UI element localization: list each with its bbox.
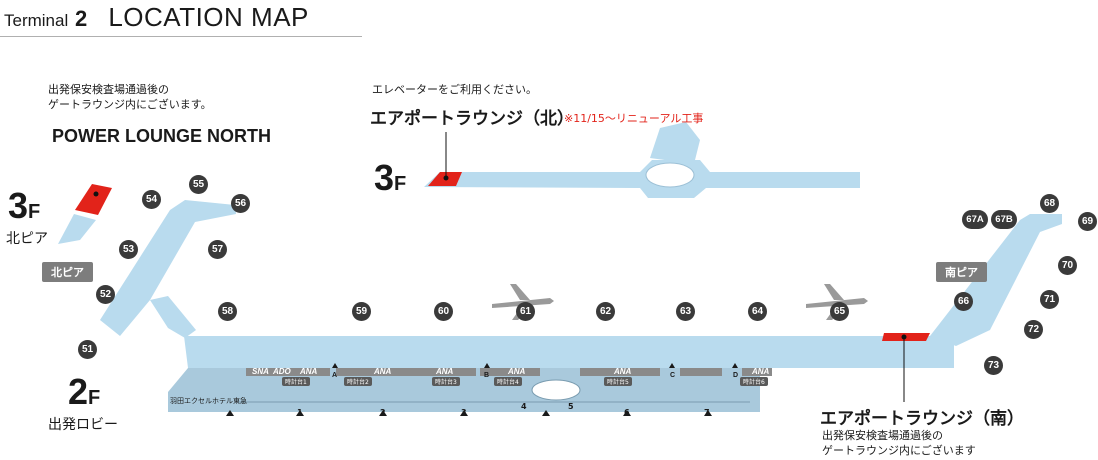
north-pier-tag: 北ピア — [42, 262, 93, 282]
gate-badge: 58 — [218, 302, 237, 321]
zone-arrow-icon — [732, 363, 738, 368]
north-pier-floor-label: 3F — [8, 185, 41, 226]
north-pier-3f-floor — [100, 200, 236, 336]
north-lounge-note: 出発保安検査場通過後の ゲートラウンジ内にございます。 — [48, 83, 212, 111]
gate-badge: 62 — [596, 302, 615, 321]
counter-label: 時計台4 — [494, 377, 522, 386]
north-lounge-annex — [58, 214, 96, 244]
airline-label: ANA — [374, 367, 392, 376]
airline-label: SNA — [252, 367, 269, 376]
north-airport-lounge-name: エアポートラウンジ（北） — [370, 109, 574, 129]
south-lounge-note: 出発保安検査場通過後の ゲートラウンジ内にございます — [822, 429, 976, 457]
gate-badge: 55 — [189, 175, 208, 194]
entrance-number: 2 — [380, 408, 386, 417]
counter-bar-4 — [580, 368, 660, 376]
third-floor-label: 3F — [374, 157, 407, 198]
entrance-number: 4 — [521, 402, 527, 411]
gate-badge: 69 — [1078, 212, 1097, 231]
zone-arrow-icon — [484, 363, 490, 368]
third-floor-corridor — [424, 160, 860, 198]
map-header: Terminal 2 LOCATION MAP — [4, 2, 309, 33]
gate-badge: 61 — [516, 302, 535, 321]
gate-badge: 57 — [208, 240, 227, 259]
zone-label: A — [332, 372, 338, 379]
third-floor-tower — [650, 122, 700, 164]
gate-badge: 52 — [96, 285, 115, 304]
page-title: LOCATION MAP — [108, 2, 309, 32]
counter-label: 時計台5 — [604, 377, 632, 386]
departure-lobby-label: 出発ロビー — [48, 417, 118, 433]
north-lounge-name: POWER LOUNGE NORTH — [52, 126, 271, 146]
airline-label: ANA — [436, 367, 454, 376]
gate-badge: 65 — [830, 302, 849, 321]
airline-label: ADO — [273, 367, 291, 376]
header-divider — [0, 36, 362, 37]
counter-bar-2 — [336, 368, 476, 376]
gate-badge: 63 — [676, 302, 695, 321]
north-lounge-marker — [93, 191, 99, 197]
gate-badge: 51 — [78, 340, 97, 359]
entrance-number: 3 — [461, 408, 467, 417]
zone-label: C — [670, 372, 676, 379]
lobby-atrium — [531, 379, 581, 401]
entrance-arrow-icon — [460, 410, 468, 416]
entrance-arrow-icon — [226, 410, 234, 416]
counter-label: 時計台2 — [344, 377, 372, 386]
entrance-number: 5 — [568, 402, 574, 411]
renewal-notice: ※11/15〜リニューアル工事 — [564, 112, 704, 125]
gate-badge: 60 — [434, 302, 453, 321]
entrance-number: 6 — [624, 408, 630, 417]
airline-label: ANA — [614, 367, 632, 376]
hotel-label: 羽田エクセルホテル東急 — [170, 397, 247, 405]
entrance-number: 7 — [704, 408, 710, 417]
gate-badge: 66 — [954, 292, 973, 311]
gate-badge: 67B — [991, 210, 1017, 229]
entrance-arrow-icon — [623, 410, 631, 416]
north-airport-lounge-note: エレベーターをご利用ください。 — [372, 83, 537, 96]
counter-label: 時計台6 — [740, 377, 768, 386]
counter-label: 時計台1 — [282, 377, 310, 386]
main-corridor-2f — [184, 336, 954, 368]
counter-bar-3 — [480, 368, 540, 376]
gate-badge: 64 — [748, 302, 767, 321]
gate-badge: 71 — [1040, 290, 1059, 309]
counter-bar-5 — [680, 368, 722, 376]
gate-badge: 59 — [352, 302, 371, 321]
gate-badge: 54 — [142, 190, 161, 209]
entrance-arrow-icon — [542, 410, 550, 416]
entrance-arrow-icon — [296, 410, 304, 416]
gate-badge: 56 — [231, 194, 250, 213]
zone-arrow-icon — [332, 363, 338, 368]
terminal-label: Terminal 2 — [4, 6, 88, 31]
airline-label: ANA — [508, 367, 526, 376]
entrance-number: 1 — [297, 408, 303, 417]
south-pier-tag: 南ピア — [936, 262, 987, 282]
gate-badge: 70 — [1058, 256, 1077, 275]
zone-label: D — [733, 372, 739, 379]
second-floor-label: 2F — [68, 371, 101, 412]
south-lounge-name: エアポートラウンジ（南） — [820, 409, 1024, 429]
south-pier-floor — [930, 214, 1062, 346]
gate-badge: 67A — [962, 210, 988, 229]
north-pier-3f-walkway — [150, 296, 196, 338]
counter-bar-1 — [246, 368, 330, 376]
counter-bar-6 — [742, 368, 772, 376]
gate-badge: 53 — [119, 240, 138, 259]
north-lounge-red — [75, 184, 112, 215]
entrance-arrow-icon — [704, 410, 712, 416]
gate-badge: 72 — [1024, 320, 1043, 339]
entrance-arrow-icon — [379, 410, 387, 416]
zone-label: B — [484, 372, 490, 379]
north-pier-label: 北ピア — [6, 231, 48, 247]
third-floor-rotunda — [645, 162, 695, 188]
counter-label: 時計台3 — [432, 377, 460, 386]
gate-badge: 68 — [1040, 194, 1059, 213]
airline-label: ANA — [752, 367, 770, 376]
gate-badge: 73 — [984, 356, 1003, 375]
airline-label: ANA — [300, 367, 318, 376]
zone-arrow-icon — [669, 363, 675, 368]
